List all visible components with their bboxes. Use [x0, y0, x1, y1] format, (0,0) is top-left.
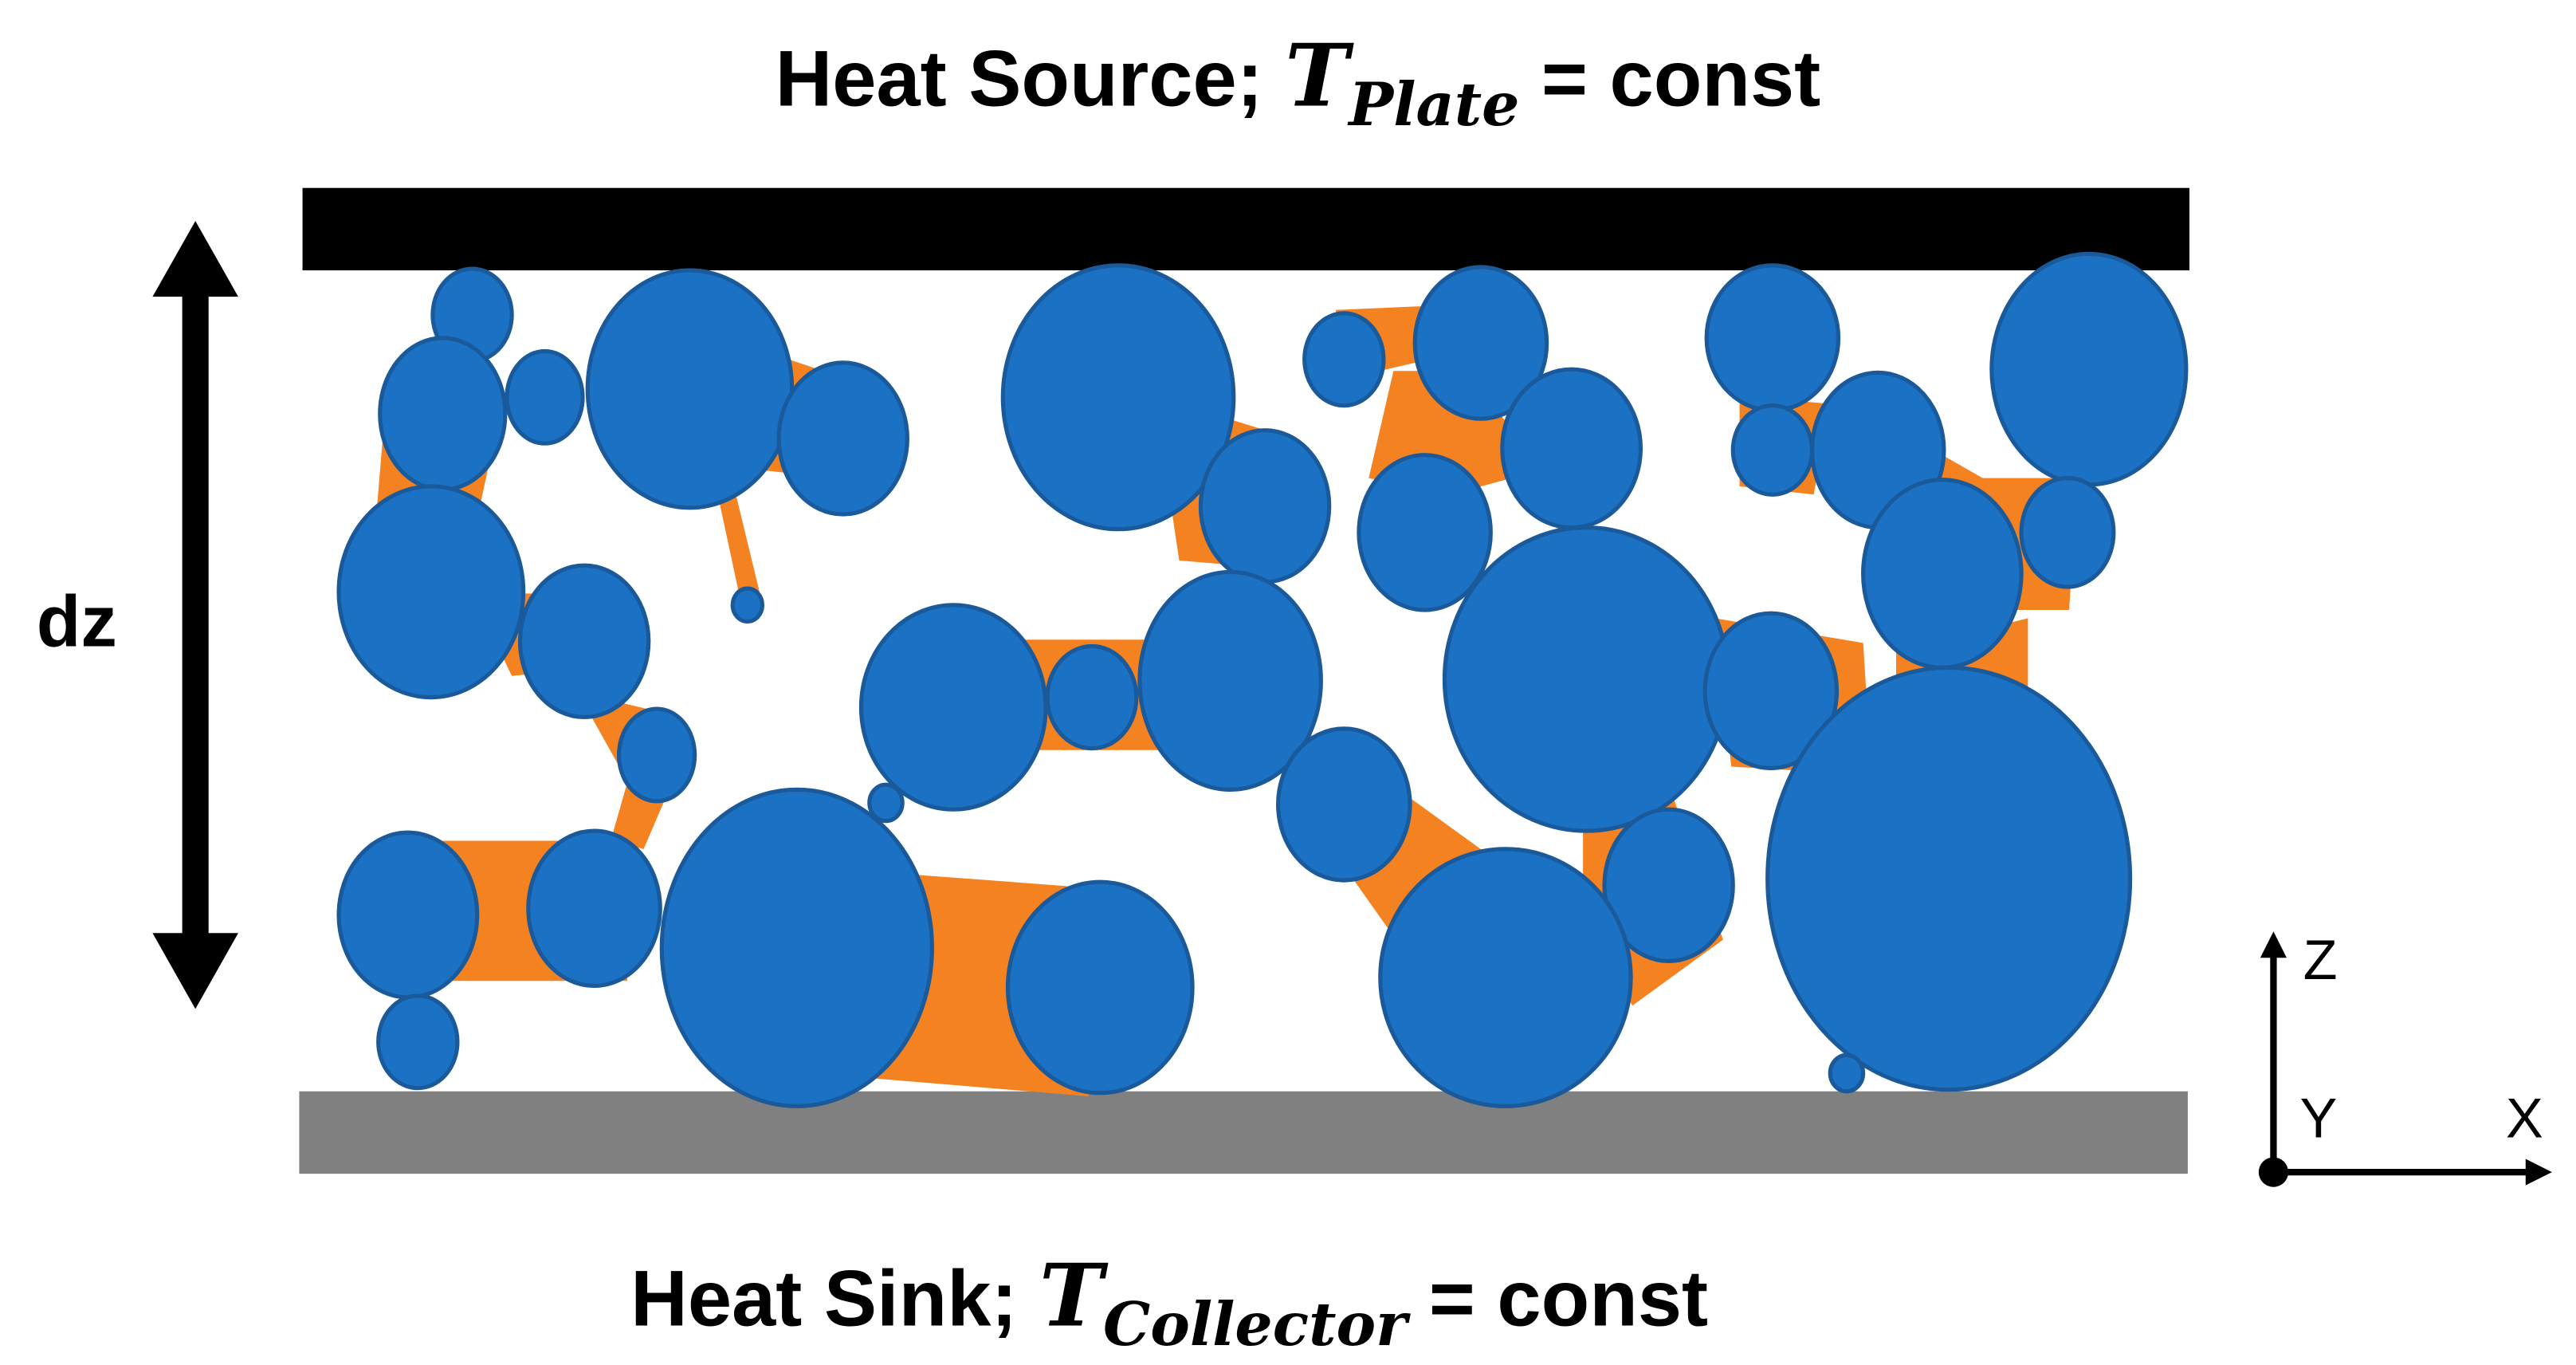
particle [1005, 879, 1195, 1096]
particle [730, 586, 765, 624]
particle [376, 993, 460, 1091]
particle [1198, 428, 1332, 584]
particle [1357, 453, 1493, 612]
heat-sink-collector [299, 1091, 2188, 1174]
double-arrow-shaft [182, 280, 209, 957]
heat-sink-label: Heat Sink; TCollector = const [532, 1245, 1767, 1359]
particle [1500, 367, 1643, 530]
particle [1276, 726, 1412, 883]
y-axis-dot-icon [2258, 1157, 2289, 1187]
z-axis-label: Z [2303, 928, 2338, 991]
y-axis-label: Y [2300, 1087, 2338, 1150]
particle [867, 782, 905, 824]
particle [1378, 847, 1633, 1108]
heat-source-label: Heat Source; TPlate = const [677, 26, 1880, 140]
particle [1730, 403, 1815, 497]
particle [659, 787, 934, 1108]
particle [1302, 311, 1386, 408]
particle [585, 268, 795, 510]
particle [336, 484, 526, 700]
particle [505, 348, 585, 446]
particle [1765, 665, 2133, 1092]
particle [858, 603, 1048, 812]
particle [1704, 263, 1841, 413]
heat-sink-suffix: = const [1407, 1254, 1708, 1343]
particle [1602, 807, 1735, 964]
particle [1828, 1052, 1866, 1094]
x-axis-arrowhead-icon [2525, 1158, 2552, 1186]
heat-source-plate [302, 187, 2189, 271]
thickness-double-arrow [152, 221, 238, 1009]
coordinate-axes-icon: Z Y X [2258, 928, 2552, 1187]
particle [1045, 643, 1139, 751]
z-axis-arrowhead-icon [2260, 931, 2287, 958]
particles [336, 251, 2189, 1108]
particle [1989, 251, 2189, 487]
particle [2019, 476, 2116, 589]
particle [776, 360, 909, 517]
particle [1412, 265, 1549, 421]
particle [1442, 525, 1730, 833]
particle [378, 336, 508, 492]
heat-sink-prefix: Heat Sink; [630, 1254, 1039, 1343]
particle [336, 830, 480, 1000]
collector-temperature-symbol: T [1039, 1245, 1109, 1346]
heat-source-suffix: = const [1519, 34, 1820, 123]
particle [1702, 611, 1840, 771]
particle [526, 828, 662, 989]
heat-source-prefix: Heat Source; [776, 34, 1286, 123]
plate-subscript: Plate [1347, 69, 1519, 140]
particle [1861, 478, 2024, 670]
bridge [717, 488, 763, 611]
up-arrowhead-icon [152, 221, 238, 297]
particle [1000, 263, 1236, 532]
collector-subscript: Collector [1103, 1289, 1411, 1359]
thickness-label: dz [37, 582, 117, 663]
particle [517, 563, 651, 720]
x-axis-label: X [2506, 1087, 2543, 1150]
down-arrowhead-icon [152, 933, 238, 1009]
plate-temperature-symbol: T [1285, 26, 1354, 126]
particle [616, 706, 697, 804]
particle [1137, 569, 1323, 792]
